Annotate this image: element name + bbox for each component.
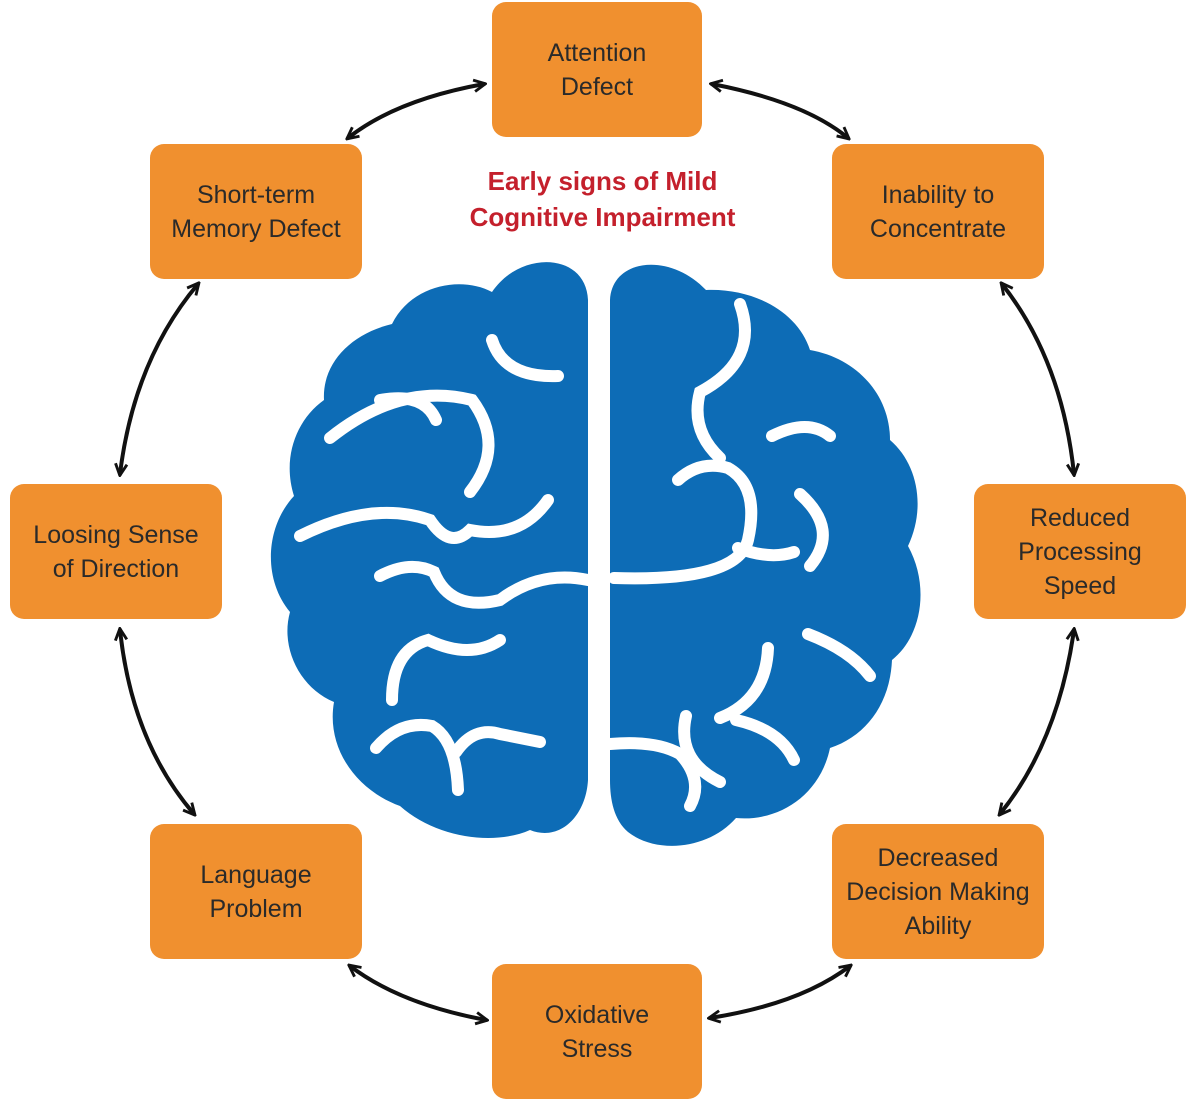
arrow-direction-memory [120, 284, 198, 474]
sign-label-concentrate: Inability to Concentrate [869, 180, 1007, 243]
cycle-arrows [120, 84, 1074, 1020]
arrow-processing-decision [1000, 630, 1074, 814]
arrow-oxidative-language [350, 966, 486, 1020]
sign-box-memory: Short-term Memory Defect [150, 144, 362, 279]
sign-label-oxidative: Oxidative Stress [544, 1000, 650, 1063]
arrow-concentrate-processing [1002, 284, 1074, 474]
sign-box-oxidative: Oxidative Stress [492, 964, 702, 1099]
diagram-title: Early signs of Mild Cognitive Impairment [469, 166, 736, 232]
brain-icon [270, 262, 921, 846]
sign-label-attention: Attention Defect [547, 38, 647, 101]
sign-box-direction: Loosing Sense of Direction [10, 484, 222, 619]
sign-label-language: Language Problem [200, 860, 312, 923]
arrow-memory-attention [348, 84, 484, 138]
sign-box-concentrate: Inability to Concentrate [832, 144, 1044, 279]
sign-label-processing: Reduced Processing Speed [1018, 503, 1142, 600]
sign-label-direction: Loosing Sense of Direction [33, 520, 199, 583]
arrow-language-direction [120, 630, 194, 814]
brain-left-hemisphere [270, 262, 588, 839]
arrow-decision-oxidative [710, 966, 850, 1018]
sign-box-processing: Reduced Processing Speed [974, 484, 1186, 619]
sign-label-decision: Decreased Decision Making Ability [846, 843, 1030, 940]
sign-box-attention: Attention Defect [492, 2, 702, 137]
sign-box-decision: Decreased Decision Making Ability [832, 824, 1044, 959]
arrow-attention-concentrate [712, 84, 848, 138]
sign-label-memory: Short-term Memory Defect [171, 180, 341, 243]
brain-folds [294, 298, 876, 812]
sign-box-language: Language Problem [150, 824, 362, 959]
